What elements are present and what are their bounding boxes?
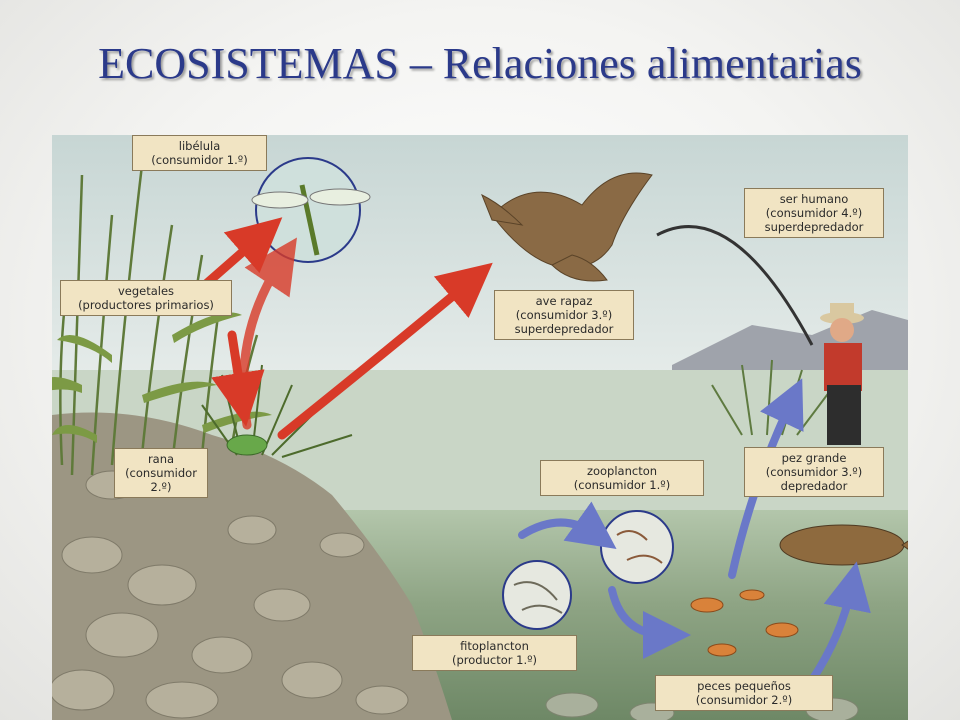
label-role: (consumidor 1.º) xyxy=(151,153,248,167)
fisherman-icon xyxy=(656,225,864,445)
eagle-icon xyxy=(481,172,653,282)
label-name: libélula xyxy=(178,139,221,153)
label-libelula: libélula (consumidor 1.º) xyxy=(132,135,267,171)
label-pez-grande: pez grande (consumidor 3.º) depredador xyxy=(744,447,884,497)
label-rana: rana (consumidor 2.º) xyxy=(114,448,208,498)
label-ave-rapaz: ave rapaz (consumidor 3.º) superdepredad… xyxy=(494,290,634,340)
small-fish-icons xyxy=(690,589,799,657)
label-name: pez grande xyxy=(781,451,847,465)
label-role: (productor 1.º) xyxy=(451,653,537,667)
label-name: fitoplancton xyxy=(460,639,529,653)
food-web-illustration: libélula (consumidor 1.º) vegetales (pro… xyxy=(52,135,908,720)
label-vegetales: vegetales (productores primarios) xyxy=(60,280,232,316)
label-role: (consumidor 3.º) xyxy=(515,308,613,322)
label-name: vegetales xyxy=(117,284,175,298)
rocks xyxy=(52,470,409,719)
label-name: peces pequeños xyxy=(697,679,791,693)
label-fitoplancton: fitoplancton (productor 1.º) xyxy=(412,635,577,671)
label-name: rana xyxy=(147,452,175,466)
dragonfly-icon xyxy=(251,184,371,256)
label-zooplancton: zooplancton (consumidor 1.º) xyxy=(540,460,704,496)
label-ser-humano: ser humano (consumidor 4.º) superdepreda… xyxy=(744,188,884,238)
label-name: ave rapaz xyxy=(535,294,593,308)
label-extra: superdepredador xyxy=(514,322,614,336)
label-role: (consumidor xyxy=(125,466,197,480)
slide-title: ECOSISTEMAS – Relaciones alimentarias xyxy=(98,39,862,88)
label-extra: depredador xyxy=(780,479,848,493)
label-role-cont: 2.º) xyxy=(150,480,172,494)
zooplankton-inset xyxy=(600,510,674,584)
phytoplankton-inset xyxy=(502,560,572,630)
label-role: (consumidor 2.º) xyxy=(695,693,793,707)
label-name: ser humano xyxy=(779,192,849,206)
label-role: (consumidor 3.º) xyxy=(765,465,863,479)
label-role: (consumidor 4.º) xyxy=(765,206,863,220)
label-extra: superdepredador xyxy=(764,220,864,234)
label-role: (productores primarios) xyxy=(78,298,214,312)
label-role: (consumidor 1.º) xyxy=(573,478,671,492)
label-name: zooplancton xyxy=(586,464,658,478)
frog-icon xyxy=(226,434,268,456)
label-peces-pequenos: peces pequeños (consumidor 2.º) xyxy=(655,675,833,711)
